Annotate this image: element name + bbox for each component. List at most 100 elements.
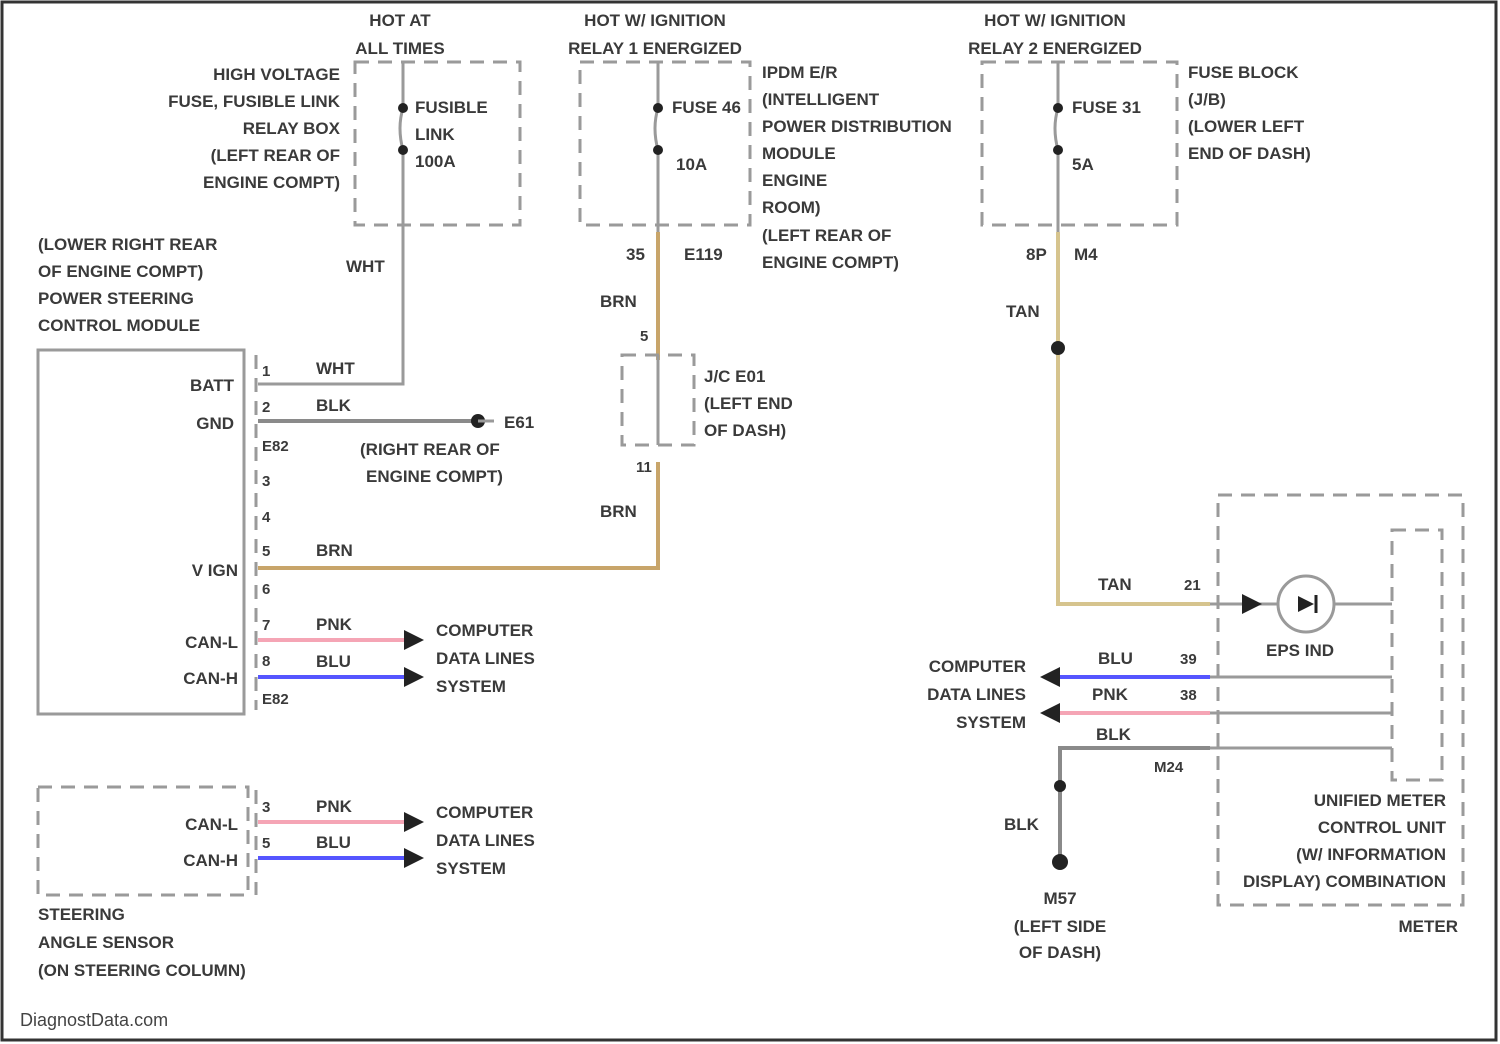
svg-text:(LEFT SIDE: (LEFT SIDE <box>1014 917 1107 936</box>
svg-text:IPDM E/R: IPDM E/R <box>762 63 838 82</box>
svg-text:(LOWER LEFT: (LOWER LEFT <box>1188 117 1305 136</box>
svg-text:5: 5 <box>262 835 270 852</box>
connector-e119-label: E119 <box>684 245 723 264</box>
feed-hot-relay-2: HOT W/ IGNITION RELAY 2 ENERGIZED <box>968 11 1142 58</box>
wire-gnd-blk: BLK E61 (RIGHT REAR OF ENGINE COMPT) <box>258 396 534 486</box>
svg-text:(LEFT REAR OF: (LEFT REAR OF <box>211 146 340 165</box>
ground-e61-label: E61 <box>504 413 534 432</box>
svg-text:POWER DISTRIBUTION: POWER DISTRIBUTION <box>762 117 952 136</box>
svg-text:SYSTEM: SYSTEM <box>436 677 506 696</box>
svg-text:CAN-L: CAN-L <box>185 633 238 652</box>
svg-text:38: 38 <box>1180 687 1197 704</box>
svg-text:(W/ INFORMATION: (W/ INFORMATION <box>1296 845 1446 864</box>
svg-text:OF ENGINE COMPT): OF ENGINE COMPT) <box>38 262 203 281</box>
svg-text:(LEFT END: (LEFT END <box>704 394 793 413</box>
svg-text:BLU: BLU <box>316 652 351 671</box>
arrow-left-icon <box>1040 703 1060 723</box>
svg-text:WHT: WHT <box>316 359 355 378</box>
eps-indicator-label: EPS IND <box>1266 641 1334 660</box>
svg-text:DATA LINES: DATA LINES <box>436 831 535 850</box>
wire-tan: TAN TAN 21 <box>1006 232 1210 604</box>
joint-connector-e01: 5 11 J/C E01 (LEFT END OF DASH) <box>622 328 793 476</box>
svg-text:ALL TIMES: ALL TIMES <box>355 39 444 58</box>
svg-text:ANGLE SENSOR: ANGLE SENSOR <box>38 933 174 952</box>
svg-text:2: 2 <box>262 399 270 416</box>
svg-text:11: 11 <box>636 459 652 476</box>
svg-text:FUSE BLOCK: FUSE BLOCK <box>1188 63 1299 82</box>
psc-module-outline <box>38 350 244 714</box>
splice-dot <box>1054 780 1066 792</box>
svg-text:OF DASH): OF DASH) <box>1019 943 1101 962</box>
ipdm-fuse-box: FUSE 46 10A IPDM E/R (INTELLIGENT POWER … <box>580 62 952 272</box>
svg-text:PNK: PNK <box>316 615 353 634</box>
svg-text:(ON STEERING COLUMN): (ON STEERING COLUMN) <box>38 961 246 980</box>
svg-text:BLU: BLU <box>316 833 351 852</box>
svg-text:CAN-H: CAN-H <box>183 851 238 870</box>
svg-text:MODULE: MODULE <box>762 144 836 163</box>
svg-text:GND: GND <box>196 414 234 433</box>
svg-text:CAN-L: CAN-L <box>185 815 238 834</box>
power-steering-control-module: (LOWER RIGHT REAR OF ENGINE COMPT) POWER… <box>38 235 289 714</box>
svg-text:HOT W/ IGNITION: HOT W/ IGNITION <box>584 11 726 30</box>
svg-text:3: 3 <box>262 473 270 490</box>
svg-text:(J/B): (J/B) <box>1188 90 1226 109</box>
arrow-right-icon <box>404 812 424 832</box>
arrow-left-icon <box>1040 667 1060 687</box>
svg-text:21: 21 <box>1184 577 1201 594</box>
svg-text:POWER STEERING: POWER STEERING <box>38 289 194 308</box>
svg-text:1: 1 <box>262 363 270 380</box>
ground-point-m57 <box>1052 854 1068 870</box>
connector-e119-pin: 35 <box>626 245 645 264</box>
svg-text:4: 4 <box>262 509 271 526</box>
svg-text:PNK: PNK <box>316 797 353 816</box>
combination-meter: EPS IND BLU 39 PNK 38 COMPUTER DATA LINE… <box>927 495 1463 936</box>
svg-text:J/C E01: J/C E01 <box>704 367 765 386</box>
steering-angle-sensor: CAN-L CAN-H 3 5 PNK BLU COMPUTER DATA LI… <box>38 787 535 980</box>
fuse-terminal-dot <box>398 145 408 155</box>
connector-m24-label: M24 <box>1154 759 1184 776</box>
svg-text:SYSTEM: SYSTEM <box>956 713 1026 732</box>
svg-text:END OF DASH): END OF DASH) <box>1188 144 1311 163</box>
fuse-terminal-dot <box>398 103 408 113</box>
svg-text:TAN: TAN <box>1098 575 1132 594</box>
svg-text:HOT W/ IGNITION: HOT W/ IGNITION <box>984 11 1126 30</box>
svg-text:BLK: BLK <box>316 396 352 415</box>
svg-text:(RIGHT REAR OF: (RIGHT REAR OF <box>360 440 500 459</box>
connector-8p-label: 8P <box>1026 245 1047 264</box>
svg-text:UNIFIED METER: UNIFIED METER <box>1314 791 1446 810</box>
svg-text:BATT: BATT <box>190 376 235 395</box>
svg-text:ENGINE COMPT): ENGINE COMPT) <box>762 253 899 272</box>
psc-can-lines: PNK BLU COMPUTER DATA LINES SYSTEM <box>258 615 535 696</box>
svg-text:OF DASH): OF DASH) <box>704 421 786 440</box>
svg-text:(LEFT REAR OF: (LEFT REAR OF <box>762 226 891 245</box>
arrow-right-icon <box>1242 594 1262 614</box>
watermark: DiagnostData.com <box>20 1010 168 1030</box>
svg-text:COMPUTER: COMPUTER <box>929 657 1026 676</box>
steering-sensor-outline <box>38 787 248 895</box>
svg-text:HOT AT: HOT AT <box>369 11 431 30</box>
arrow-right-icon <box>404 667 424 687</box>
svg-text:V IGN: V IGN <box>192 561 238 580</box>
fuse-block: FUSE 31 5A FUSE BLOCK (J/B) (LOWER LEFT … <box>982 62 1311 264</box>
svg-text:PNK: PNK <box>1092 685 1129 704</box>
svg-text:STEERING: STEERING <box>38 905 125 924</box>
feed-hot-relay-1: HOT W/ IGNITION RELAY 1 ENERGIZED <box>568 11 742 58</box>
svg-text:METER: METER <box>1399 917 1459 936</box>
svg-text:COMPUTER: COMPUTER <box>436 621 533 640</box>
svg-text:WHT: WHT <box>346 257 385 276</box>
svg-text:3: 3 <box>262 799 270 816</box>
svg-text:100A: 100A <box>415 152 456 171</box>
svg-text:RELAY 1 ENERGIZED: RELAY 1 ENERGIZED <box>568 39 742 58</box>
diode-icon <box>1298 596 1314 612</box>
meter-outline <box>1218 495 1463 905</box>
svg-text:DISPLAY) COMBINATION: DISPLAY) COMBINATION <box>1243 872 1446 891</box>
svg-text:COMPUTER: COMPUTER <box>436 803 533 822</box>
svg-text:(INTELLIGENT: (INTELLIGENT <box>762 90 880 109</box>
svg-text:SYSTEM: SYSTEM <box>436 859 506 878</box>
svg-text:8: 8 <box>262 653 270 670</box>
svg-text:BLK: BLK <box>1096 725 1132 744</box>
arrow-right-icon <box>404 848 424 868</box>
svg-text:ENGINE COMPT): ENGINE COMPT) <box>203 173 340 192</box>
hv-fuse-box: HIGH VOLTAGE FUSE, FUSIBLE LINK RELAY BO… <box>168 62 520 225</box>
